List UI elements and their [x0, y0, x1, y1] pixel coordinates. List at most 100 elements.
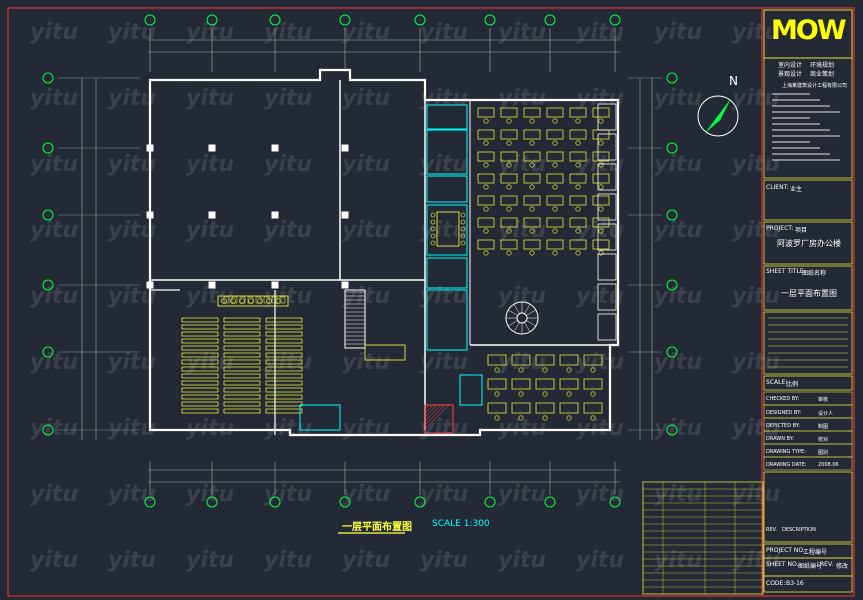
workstation-chair — [483, 206, 489, 212]
north-arrow-circle — [697, 95, 739, 137]
auditorium-seat-row — [181, 338, 219, 344]
grid-bubble — [42, 346, 54, 358]
stage-chair — [230, 298, 236, 304]
title-block-row-label: CHECKED BY: — [766, 396, 800, 402]
auditorium-seat-row — [265, 338, 303, 344]
workstation-chair — [506, 162, 512, 168]
workstation-desk — [546, 129, 564, 140]
auditorium-seat-row — [265, 373, 303, 379]
service-4: 商业策划 — [810, 71, 835, 78]
office-desk — [535, 378, 555, 390]
workstation-desk — [500, 107, 518, 118]
workstation-chair — [552, 140, 558, 146]
room — [426, 129, 468, 175]
workstation-chair — [506, 250, 512, 256]
grid-bubble — [42, 142, 54, 154]
office-chair — [542, 367, 548, 373]
workstation-desk — [477, 129, 495, 140]
seat — [255, 296, 262, 304]
rev-no-value: 修改 — [836, 563, 849, 570]
title-block-row-label: DEPICTED BY: — [766, 423, 800, 429]
workstation-chair — [575, 206, 581, 212]
grid-bubble — [42, 209, 54, 221]
code-label: CODE: — [766, 580, 786, 587]
office-desk — [559, 354, 579, 366]
office-desk — [583, 354, 603, 366]
column — [271, 144, 279, 152]
drawing-title: 一层平面布置图 — [342, 522, 412, 533]
workstation-chair — [483, 140, 489, 146]
office-chair — [494, 367, 500, 373]
rev-label: REV. — [766, 527, 777, 533]
project-label: PROJECT: — [766, 225, 794, 232]
grid-bubble — [144, 14, 156, 26]
column — [146, 211, 154, 219]
office-chair — [542, 391, 548, 397]
project-no-label: PROJECT NO.: — [766, 547, 807, 554]
office-chair — [518, 415, 524, 421]
office-chair — [566, 391, 572, 397]
workstation-chair — [506, 228, 512, 234]
auditorium-seat-row — [265, 401, 303, 407]
grid-bubble — [144, 496, 156, 508]
workstation-desk — [500, 151, 518, 162]
grid-bubble — [544, 496, 556, 508]
column — [208, 211, 216, 219]
firm-logo: MOW — [771, 15, 847, 46]
title-block-row-value: 制图 — [818, 424, 829, 430]
chair — [430, 233, 436, 239]
auditorium-seat-row — [223, 394, 261, 400]
office-desk — [511, 354, 531, 366]
workstation-desk — [500, 173, 518, 184]
toilet-room — [299, 404, 341, 431]
workstation-chair — [529, 118, 535, 124]
office-chair — [518, 367, 524, 373]
workstation-desk — [592, 107, 610, 118]
company-name: 上海某建筑设计工程有限公司 — [782, 83, 848, 89]
title-block-row-label: DRAWN BY: — [766, 436, 794, 442]
title-block-row-label: DRAWING TYPE: — [766, 449, 806, 455]
spiral-tread — [526, 309, 536, 316]
grid-bubble — [414, 14, 426, 26]
column — [208, 144, 216, 152]
workstation-chair — [483, 162, 489, 168]
seat — [271, 296, 278, 304]
auditorium-seat-row — [181, 373, 219, 379]
grid-bubble — [206, 496, 218, 508]
auditorium-seat-row — [223, 408, 261, 414]
workstation-desk — [546, 107, 564, 118]
auditorium-seat-row — [223, 380, 261, 386]
private-office — [597, 133, 617, 161]
hatch-line — [424, 404, 442, 422]
office-chair — [590, 391, 596, 397]
workstation-desk — [569, 151, 587, 162]
workstation-desk — [569, 173, 587, 184]
workstation-desk — [569, 129, 587, 140]
workstation-desk — [546, 173, 564, 184]
auditorium-seat-row — [181, 331, 219, 337]
office-desk — [559, 402, 579, 414]
sheet-no-value: 图纸编号 — [798, 563, 823, 570]
office-chair — [542, 415, 548, 421]
scale-box — [763, 375, 853, 391]
workstation-chair — [483, 228, 489, 234]
workstation-desk — [546, 239, 564, 250]
auditorium-seat-row — [181, 394, 219, 400]
grid-bubble — [666, 279, 678, 291]
grid-bubble — [666, 209, 678, 221]
room — [426, 289, 468, 351]
drawing-scale: SCALE 1:300 — [432, 519, 490, 529]
building-outline — [148, 68, 620, 437]
grid-bubble — [484, 14, 496, 26]
workstation-desk — [523, 173, 541, 184]
project-name: 阿波罗厂房办公楼 — [777, 239, 841, 248]
service-3: 景观设计 — [778, 71, 803, 78]
title-block-row-label: DESIGNED BY: — [766, 410, 802, 416]
workstation-desk — [569, 107, 587, 118]
spiral-tread — [508, 309, 518, 316]
workstation-chair — [598, 250, 604, 256]
room — [426, 257, 468, 289]
scale-value: 比例 — [786, 381, 799, 388]
workstation-chair — [552, 206, 558, 212]
spiral-tread — [513, 304, 520, 314]
